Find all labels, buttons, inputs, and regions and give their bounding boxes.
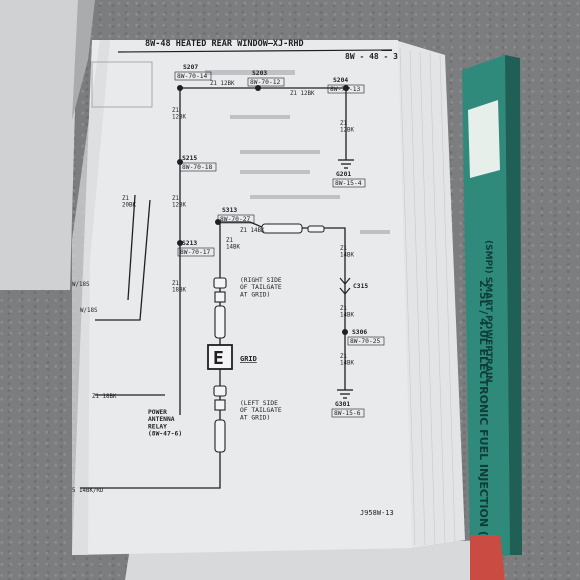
svg-text:S213: S213 — [182, 240, 197, 247]
svg-text:S204: S204 — [333, 77, 348, 84]
svg-text:Z1 18BK: Z1 18BK — [92, 394, 117, 400]
label-g301: G301 8W-15-6 — [331, 401, 365, 418]
header-title: 8W-48 HEATED REAR WINDOW—XJ-RHD — [145, 39, 304, 49]
svg-text:W/18S: W/18S — [72, 282, 90, 288]
label-s203: S203 8W-70-12 — [247, 70, 285, 87]
svg-text:G301: G301 — [335, 401, 350, 408]
show-through-text — [205, 70, 390, 234]
footer-code: J958W-13 — [360, 509, 394, 517]
svg-text:S207: S207 — [183, 64, 198, 71]
label-g201: G201 8W-15-4 — [332, 171, 366, 188]
spine-text-a: (SMPI) SMART POWERTRAIN — [483, 240, 493, 383]
grid-assembly — [213, 277, 227, 453]
svg-text:8W-70-12: 8W-70-12 — [250, 79, 281, 86]
svg-text:8W-70-27: 8W-70-27 — [220, 216, 251, 223]
wiring — [80, 87, 354, 489]
connector-c315 — [339, 277, 351, 295]
cable-plug — [261, 223, 325, 234]
page-header: 8W-48 HEATED REAR WINDOW—XJ-RHD 8W - 48 … — [117, 39, 398, 61]
label-c315: C315 — [353, 283, 368, 290]
svg-text:G201: G201 — [336, 171, 351, 178]
grid-e-symbol: E — [213, 348, 224, 369]
connector-labels: S207 8W-70-14 S203 8W-70-12 S204 8W-70-13 S… — [174, 64, 385, 418]
page-stack-edge — [395, 40, 465, 548]
grid-box — [207, 344, 233, 370]
svg-text:8W-70-17: 8W-70-17 — [180, 249, 211, 256]
svg-text:8W-70-13: 8W-70-13 — [330, 86, 361, 93]
svg-text:8W-70-25: 8W-70-25 — [350, 338, 381, 345]
spine-text-b: 2.5L / 4.0L ELECTRONIC FUEL INJECTION (E… — [477, 280, 490, 560]
svg-text:8W-70-18: 8W-70-18 — [182, 164, 213, 171]
svg-text:S306: S306 — [352, 329, 367, 336]
svg-text:W/18S: W/18S — [80, 308, 98, 314]
svg-text:5 14BK/RD: 5 14BK/RD — [72, 488, 104, 494]
svg-text:8W-15-4: 8W-15-4 — [335, 180, 362, 187]
svg-text:8W-15-6: 8W-15-6 — [334, 410, 361, 417]
left-info-box — [91, 61, 153, 108]
svg-text:8W-70-14: 8W-70-14 — [177, 73, 208, 80]
splice-dots — [177, 85, 349, 335]
label-s207: S207 8W-70-14 — [174, 64, 212, 81]
label-s306: S306 8W-70-25 — [347, 329, 385, 346]
label-s204: S204 8W-70-13 — [327, 77, 365, 94]
label-s313: S313 8W-70-27 — [217, 207, 255, 224]
page-number: 8W - 48 - 3 — [345, 52, 398, 61]
green-manual-book: (SMPI) SMART POWERTRAIN 2.5L / 4.0L ELEC… — [462, 55, 522, 560]
svg-text:S215: S215 — [182, 155, 197, 162]
svg-text:S313: S313 — [222, 207, 237, 214]
svg-text:C315: C315 — [353, 283, 368, 290]
label-s215: S215 8W-70-18 — [179, 155, 217, 172]
svg-text:S203: S203 — [252, 70, 267, 77]
svg-text:Z1 12BK: Z1 12BK — [210, 81, 235, 87]
svg-text:Z1 14BK: Z1 14BK — [240, 228, 265, 234]
manual-page — [72, 40, 412, 555]
grid-label: GRID — [240, 355, 257, 363]
left-book-edge — [0, 0, 78, 290]
svg-text:Z1 12BK: Z1 12BK — [290, 91, 315, 97]
label-s213: S213 8W-70-17 — [177, 240, 215, 257]
